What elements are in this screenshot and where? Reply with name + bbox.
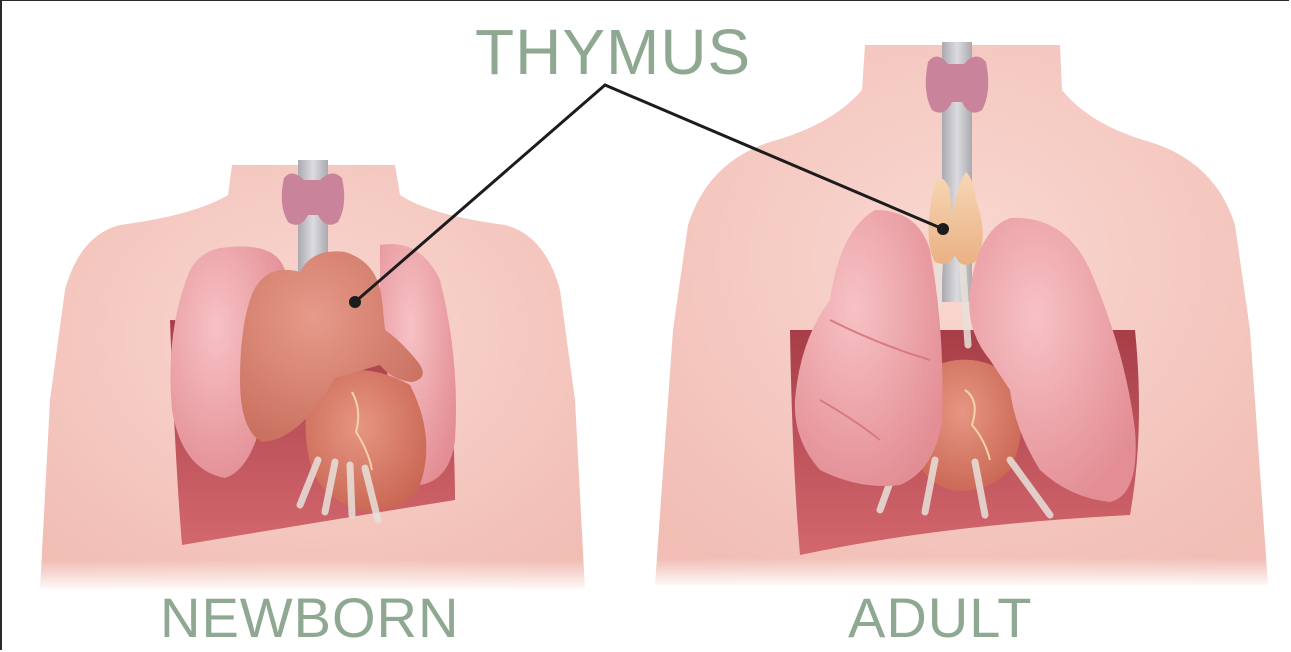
newborn-pointer-dot [349, 296, 361, 308]
thymus-title: THYMUS [475, 20, 751, 84]
adult-caption: ADULT [848, 590, 1032, 646]
newborn-caption: NEWBORN [160, 590, 459, 646]
adult-pointer-dot [937, 223, 949, 235]
newborn-figure [40, 160, 590, 592]
adult-bottom-fade [655, 558, 1270, 588]
adult-figure [655, 42, 1270, 588]
